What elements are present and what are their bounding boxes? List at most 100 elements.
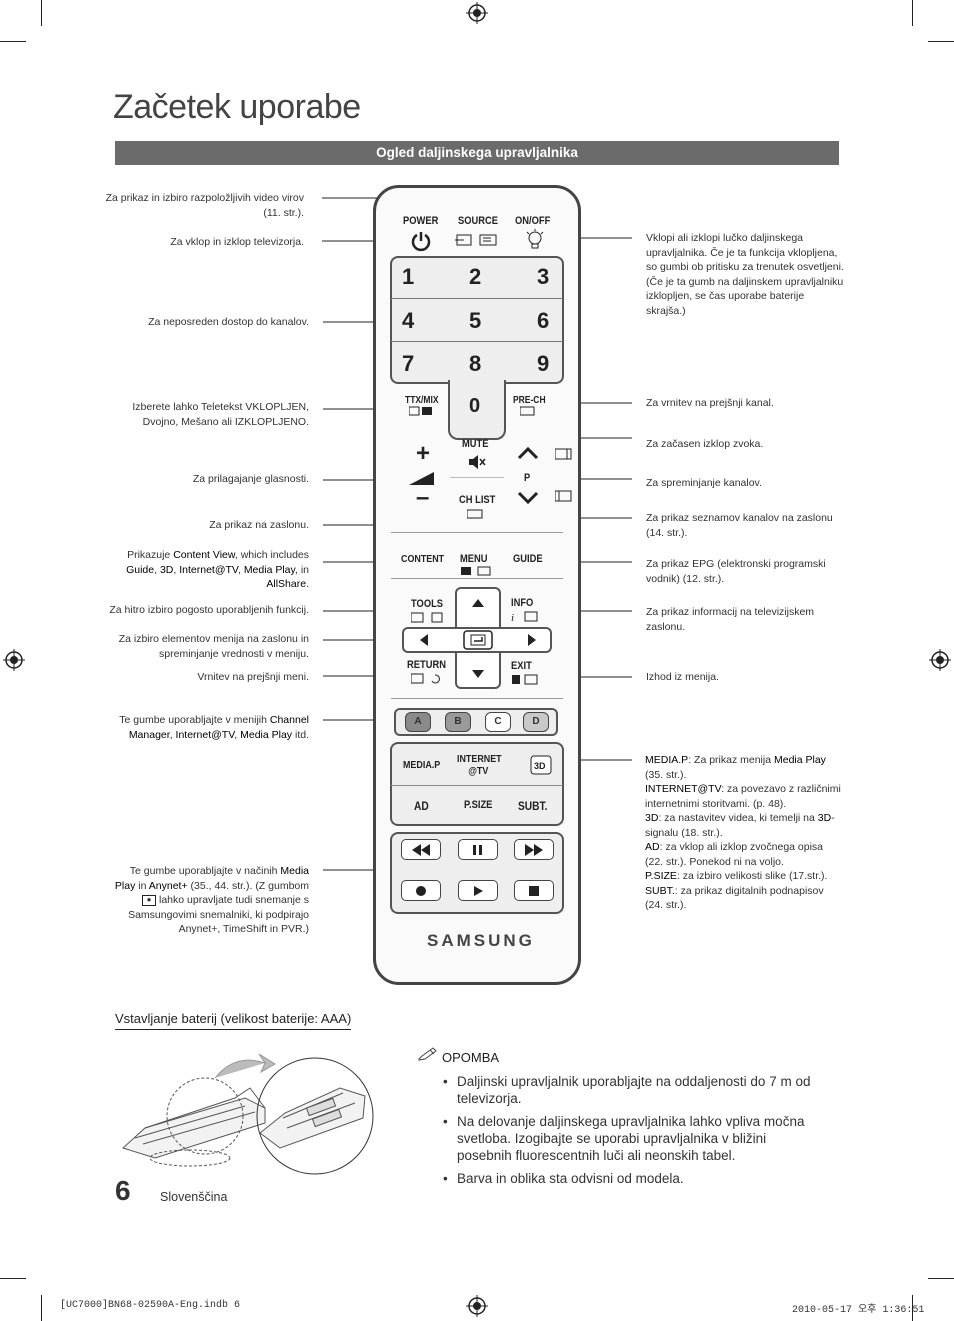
arrow-down-icon[interactable] (471, 669, 485, 679)
note-media-item: INTERNET@TV: za povezavo z različnimi in… (645, 783, 841, 810)
svg-text:3D: 3D (534, 761, 546, 771)
play-button[interactable] (458, 880, 498, 901)
note-heading: OPOMBA (442, 1050, 500, 1065)
record-button[interactable] (401, 880, 441, 901)
divider (391, 578, 563, 579)
info-button[interactable]: INFO (511, 597, 534, 609)
digit-2-button[interactable]: 2 (469, 264, 482, 289)
power-icon[interactable] (410, 230, 432, 252)
ttx-page-down-icon (555, 490, 572, 502)
return-button[interactable]: RETURN (407, 659, 446, 671)
digit-4-button[interactable]: 4 (402, 308, 415, 333)
ad-button[interactable]: AD (414, 799, 429, 813)
light-bulb-icon[interactable] (525, 229, 545, 251)
crop-mark (41, 1295, 42, 1321)
page-title: Začetek uporabe (113, 88, 361, 126)
note-media-item: P.SIZE: za izbiro velikosti slike (17.st… (645, 870, 828, 882)
crop-mark (912, 0, 913, 26)
digit-9-button[interactable]: 9 (537, 351, 550, 376)
color-button-a[interactable]: A (405, 712, 431, 732)
digit-0-button[interactable]: 0 (469, 395, 481, 417)
registration-mark-icon (3, 649, 25, 671)
teletext-icon (520, 406, 535, 416)
color-button-d[interactable]: D (523, 712, 549, 732)
footer-date: 2010-05-17 오후 1:36:51 (792, 1305, 925, 1316)
teletext-icon (409, 406, 432, 416)
note-ttx: Izberete lahko Teletekst VKLOPLJEN, Dvoj… (132, 401, 309, 428)
volume-up-button[interactable]: + (416, 440, 431, 467)
digit-3-button[interactable]: 3 (537, 264, 550, 289)
ttx-mix-button[interactable]: TTX/MIX (405, 395, 439, 406)
arrow-left-icon[interactable] (419, 633, 429, 647)
registration-mark-icon (466, 1295, 488, 1317)
digit-6-button[interactable]: 6 (537, 308, 550, 333)
onoff-label: ON/OFF (515, 215, 551, 227)
guide-button[interactable]: GUIDE (513, 553, 543, 565)
digit-8-button[interactable]: 8 (469, 351, 482, 376)
arrow-up-icon[interactable] (471, 598, 485, 608)
fast-forward-button[interactable] (514, 839, 554, 860)
mute-icon[interactable] (468, 455, 486, 469)
exit-icon (512, 674, 538, 685)
registration-mark-icon (929, 649, 951, 671)
ttx-page-up-icon (555, 448, 572, 460)
color-button-b[interactable]: B (445, 712, 471, 732)
note-prech: Za vrnitev na prejšnji kanal. (646, 397, 774, 409)
exit-button[interactable]: EXIT (511, 660, 532, 672)
ch-list-icon[interactable] (467, 509, 483, 519)
3d-icon[interactable]: 3D (530, 755, 552, 775)
record-icon: ● (142, 894, 157, 906)
divider (450, 477, 504, 478)
source-icon[interactable] (455, 232, 501, 248)
fast-forward-icon (525, 844, 543, 856)
digit-5-button[interactable]: 5 (469, 308, 482, 333)
p-size-button[interactable]: P.SIZE (464, 799, 493, 811)
crop-mark (0, 1278, 26, 1279)
crop-mark (928, 1278, 954, 1279)
note-source: Za prikaz in izbiro razpoložljivih video… (105, 192, 304, 219)
stop-icon (529, 886, 539, 896)
battery-illustration (122, 1053, 374, 1175)
digit-1-button[interactable]: 1 (402, 264, 415, 289)
pre-ch-button[interactable]: PRE-CH (513, 395, 546, 406)
power-label: POWER (403, 215, 439, 227)
divider (391, 785, 563, 786)
note-digits: Za neposreden dostop do kanalov. (148, 316, 309, 328)
volume-down-button[interactable]: – (416, 484, 430, 511)
p-label: P (524, 472, 531, 484)
internet-tv-button[interactable]: INTERNET @TV (457, 753, 502, 777)
digit-7-button[interactable]: 7 (402, 351, 415, 376)
note-pencil-icon (418, 1047, 437, 1061)
number-pad (390, 256, 564, 384)
note-channel: Za spreminjanje kanalov. (646, 477, 762, 489)
mute-label: MUTE (462, 438, 489, 450)
source-label: SOURCE (458, 215, 499, 227)
divider (391, 341, 563, 342)
enter-icon[interactable] (463, 630, 493, 650)
note-power: Za vklop in izklop televizorja. (170, 236, 304, 248)
crop-mark (0, 41, 26, 42)
note-chlist: Za prikaz seznamov kanalov na zaslonu (1… (646, 512, 833, 539)
crop-mark (41, 0, 42, 26)
note-mute: Za začasen izklop zvoka. (646, 438, 764, 450)
divider (391, 298, 563, 299)
channel-up-icon[interactable] (517, 446, 539, 460)
pause-button[interactable] (458, 839, 498, 860)
subt-button[interactable]: SUBT. (518, 799, 548, 813)
rewind-button[interactable] (401, 839, 441, 860)
list-item: •Barva in oblika sta odvisni od modela. (443, 1171, 684, 1186)
menu-button[interactable]: MENU (460, 553, 488, 565)
content-button[interactable]: CONTENT (401, 553, 445, 565)
footer-file: [UC7000]BN68-02590A-Eng.indb 6 (60, 1300, 241, 1311)
note-navigation: Za izbiro elementov menija na zaslonu in… (118, 633, 309, 660)
stop-button[interactable] (514, 880, 554, 901)
color-button-c[interactable]: C (485, 712, 511, 732)
pause-icon (473, 845, 482, 855)
divider (391, 698, 563, 699)
tools-button[interactable]: TOOLS (411, 598, 444, 610)
ch-list-label: CH LIST (459, 494, 496, 506)
note-menu: Za prikaz na zaslonu. (209, 519, 309, 531)
arrow-right-icon[interactable] (527, 633, 537, 647)
media-p-button[interactable]: MEDIA.P (403, 759, 441, 771)
channel-down-icon[interactable] (517, 491, 539, 505)
